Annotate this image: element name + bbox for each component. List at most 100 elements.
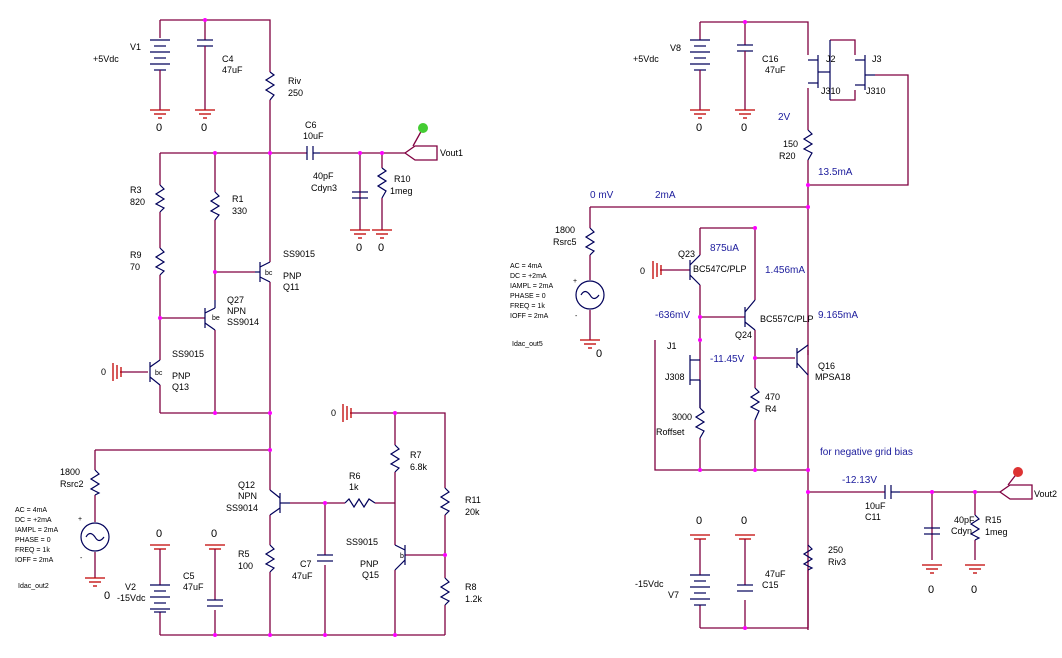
r8-resistor-symbol	[439, 577, 451, 606]
r10-name: R10	[394, 174, 411, 184]
r7-top-ground-symbol	[342, 404, 352, 422]
q23-name: Q23	[678, 249, 695, 259]
j2-jfet-symbol	[808, 40, 831, 100]
r20-value: 150	[783, 139, 798, 149]
c15-value: 47uF	[765, 569, 786, 579]
vout1-label: Vout1	[440, 148, 463, 158]
svg-text:+: +	[573, 278, 577, 285]
j1-type: J308	[665, 372, 685, 382]
q27-transistor-symbol	[204, 300, 216, 331]
riv3-value: 250	[828, 545, 843, 555]
src2-ac: AC = 4mA	[15, 507, 47, 514]
riv-resistor-symbol	[264, 71, 276, 101]
cdyn3-value: 40pF	[313, 171, 334, 181]
r4-value: 470	[765, 392, 780, 402]
svg-text:-: -	[80, 555, 83, 562]
r6-value: 1k	[349, 482, 359, 492]
gnd-v7	[690, 534, 710, 555]
v7-source-symbol	[690, 574, 710, 606]
rsrc2-resistor-symbol	[89, 469, 101, 496]
c5-name: C5	[183, 571, 195, 581]
right-wires	[589, 21, 1000, 630]
roffset-value: 3000	[672, 412, 692, 422]
bias-note: for negative grid bias	[820, 447, 913, 458]
v2-source-symbol	[150, 584, 170, 613]
r7-value: 6.8k	[410, 462, 428, 472]
q27-pin: be	[212, 315, 220, 322]
rsrc2-value: 1800	[60, 467, 80, 477]
src5-freq: FREQ = 1k	[510, 303, 545, 310]
v2-value: -15Vdc	[117, 593, 146, 603]
gnd-v1	[150, 109, 170, 119]
gnd-label: 0	[741, 515, 747, 527]
gnd-cdyn	[922, 564, 942, 574]
q15-name: Q15	[362, 570, 379, 580]
svg-text:-: -	[575, 313, 578, 320]
riv3-name: Riv3	[828, 557, 846, 567]
vout2-marker[interactable]	[999, 467, 1033, 500]
src5-ioff: IOFF = 2mA	[510, 313, 549, 320]
src2-ioff: IOFF = 2mA	[15, 557, 54, 564]
c6-name: C6	[305, 120, 317, 130]
c15-name: C15	[762, 580, 779, 590]
r3-resistor-symbol	[154, 184, 166, 213]
gnd-label: 0	[156, 528, 162, 540]
cdyn-value: 40pF	[954, 515, 975, 525]
r5-value: 100	[238, 561, 253, 571]
q13-pol: PNP	[172, 371, 191, 381]
r15-value: 1meg	[985, 527, 1008, 537]
q24-transistor-symbol	[744, 299, 756, 331]
gnd-label: 0	[201, 122, 207, 134]
r20-resistor-symbol	[802, 129, 814, 161]
q11-pol: PNP	[283, 271, 302, 281]
gnd-r15	[965, 564, 985, 574]
r1-resistor-symbol	[209, 191, 221, 221]
src5-phase: PHASE = 0	[510, 293, 546, 300]
gnd-label: 0	[211, 528, 217, 540]
r7-name: R7	[410, 450, 422, 460]
gnd-label: 0	[356, 242, 362, 254]
src2-iampl: IAMPL = 2mA	[15, 527, 58, 534]
q24-name: Q24	[735, 330, 752, 340]
roffset-name: Roffset	[656, 427, 685, 437]
src5-iampl: IAMPL = 2mA	[510, 283, 553, 290]
left-wires	[94, 19, 446, 636]
r3-value: 820	[130, 197, 145, 207]
riv-name: Riv	[288, 76, 301, 86]
q27-type: SS9014	[227, 317, 259, 327]
r7-resistor-symbol	[389, 444, 401, 473]
c16-name: C16	[762, 54, 779, 64]
r9-name: R9	[130, 250, 142, 260]
rsrc5-resistor-symbol	[584, 227, 596, 256]
q11-transistor-symbol	[255, 261, 271, 283]
riv-value: 250	[288, 88, 303, 98]
cdyn3-name: Cdyn3	[311, 183, 337, 193]
c6-value: 10uF	[303, 131, 324, 141]
vout1-marker[interactable]	[404, 123, 438, 161]
src5-dc: DC = +2mA	[510, 273, 547, 280]
src5-name: Idac_out5	[512, 341, 543, 348]
gnd-src5	[580, 339, 600, 349]
right-labels: V8 +5Vdc C16 47uF J2 J310 J3 J310 2V 150…	[510, 43, 1057, 600]
cdyn3-capacitor-symbol	[352, 191, 368, 199]
q27-name: Q27	[227, 295, 244, 305]
gnd-label: 0	[596, 348, 602, 360]
r3-name: R3	[130, 185, 142, 195]
gnd-cdyn3	[350, 229, 370, 239]
v1-source-symbol	[150, 39, 170, 110]
q13-pin: bc	[155, 370, 163, 377]
c5-value: 47uF	[183, 582, 204, 592]
r15-resistor-symbol	[969, 514, 981, 541]
gnd-v2	[150, 544, 170, 565]
v1-name: V1	[130, 42, 141, 52]
v7-name: V7	[668, 590, 679, 600]
rsrc2-name: Rsrc2	[60, 479, 84, 489]
i-875-label: 875uA	[710, 243, 739, 254]
r8-value: 1.2k	[465, 594, 483, 604]
src2-freq: FREQ = 1k	[15, 547, 50, 554]
i-13-5-label: 13.5mA	[818, 167, 853, 178]
v8-source-symbol	[690, 39, 710, 110]
j2-name: J2	[826, 54, 836, 64]
q23-transistor-symbol	[689, 254, 701, 286]
